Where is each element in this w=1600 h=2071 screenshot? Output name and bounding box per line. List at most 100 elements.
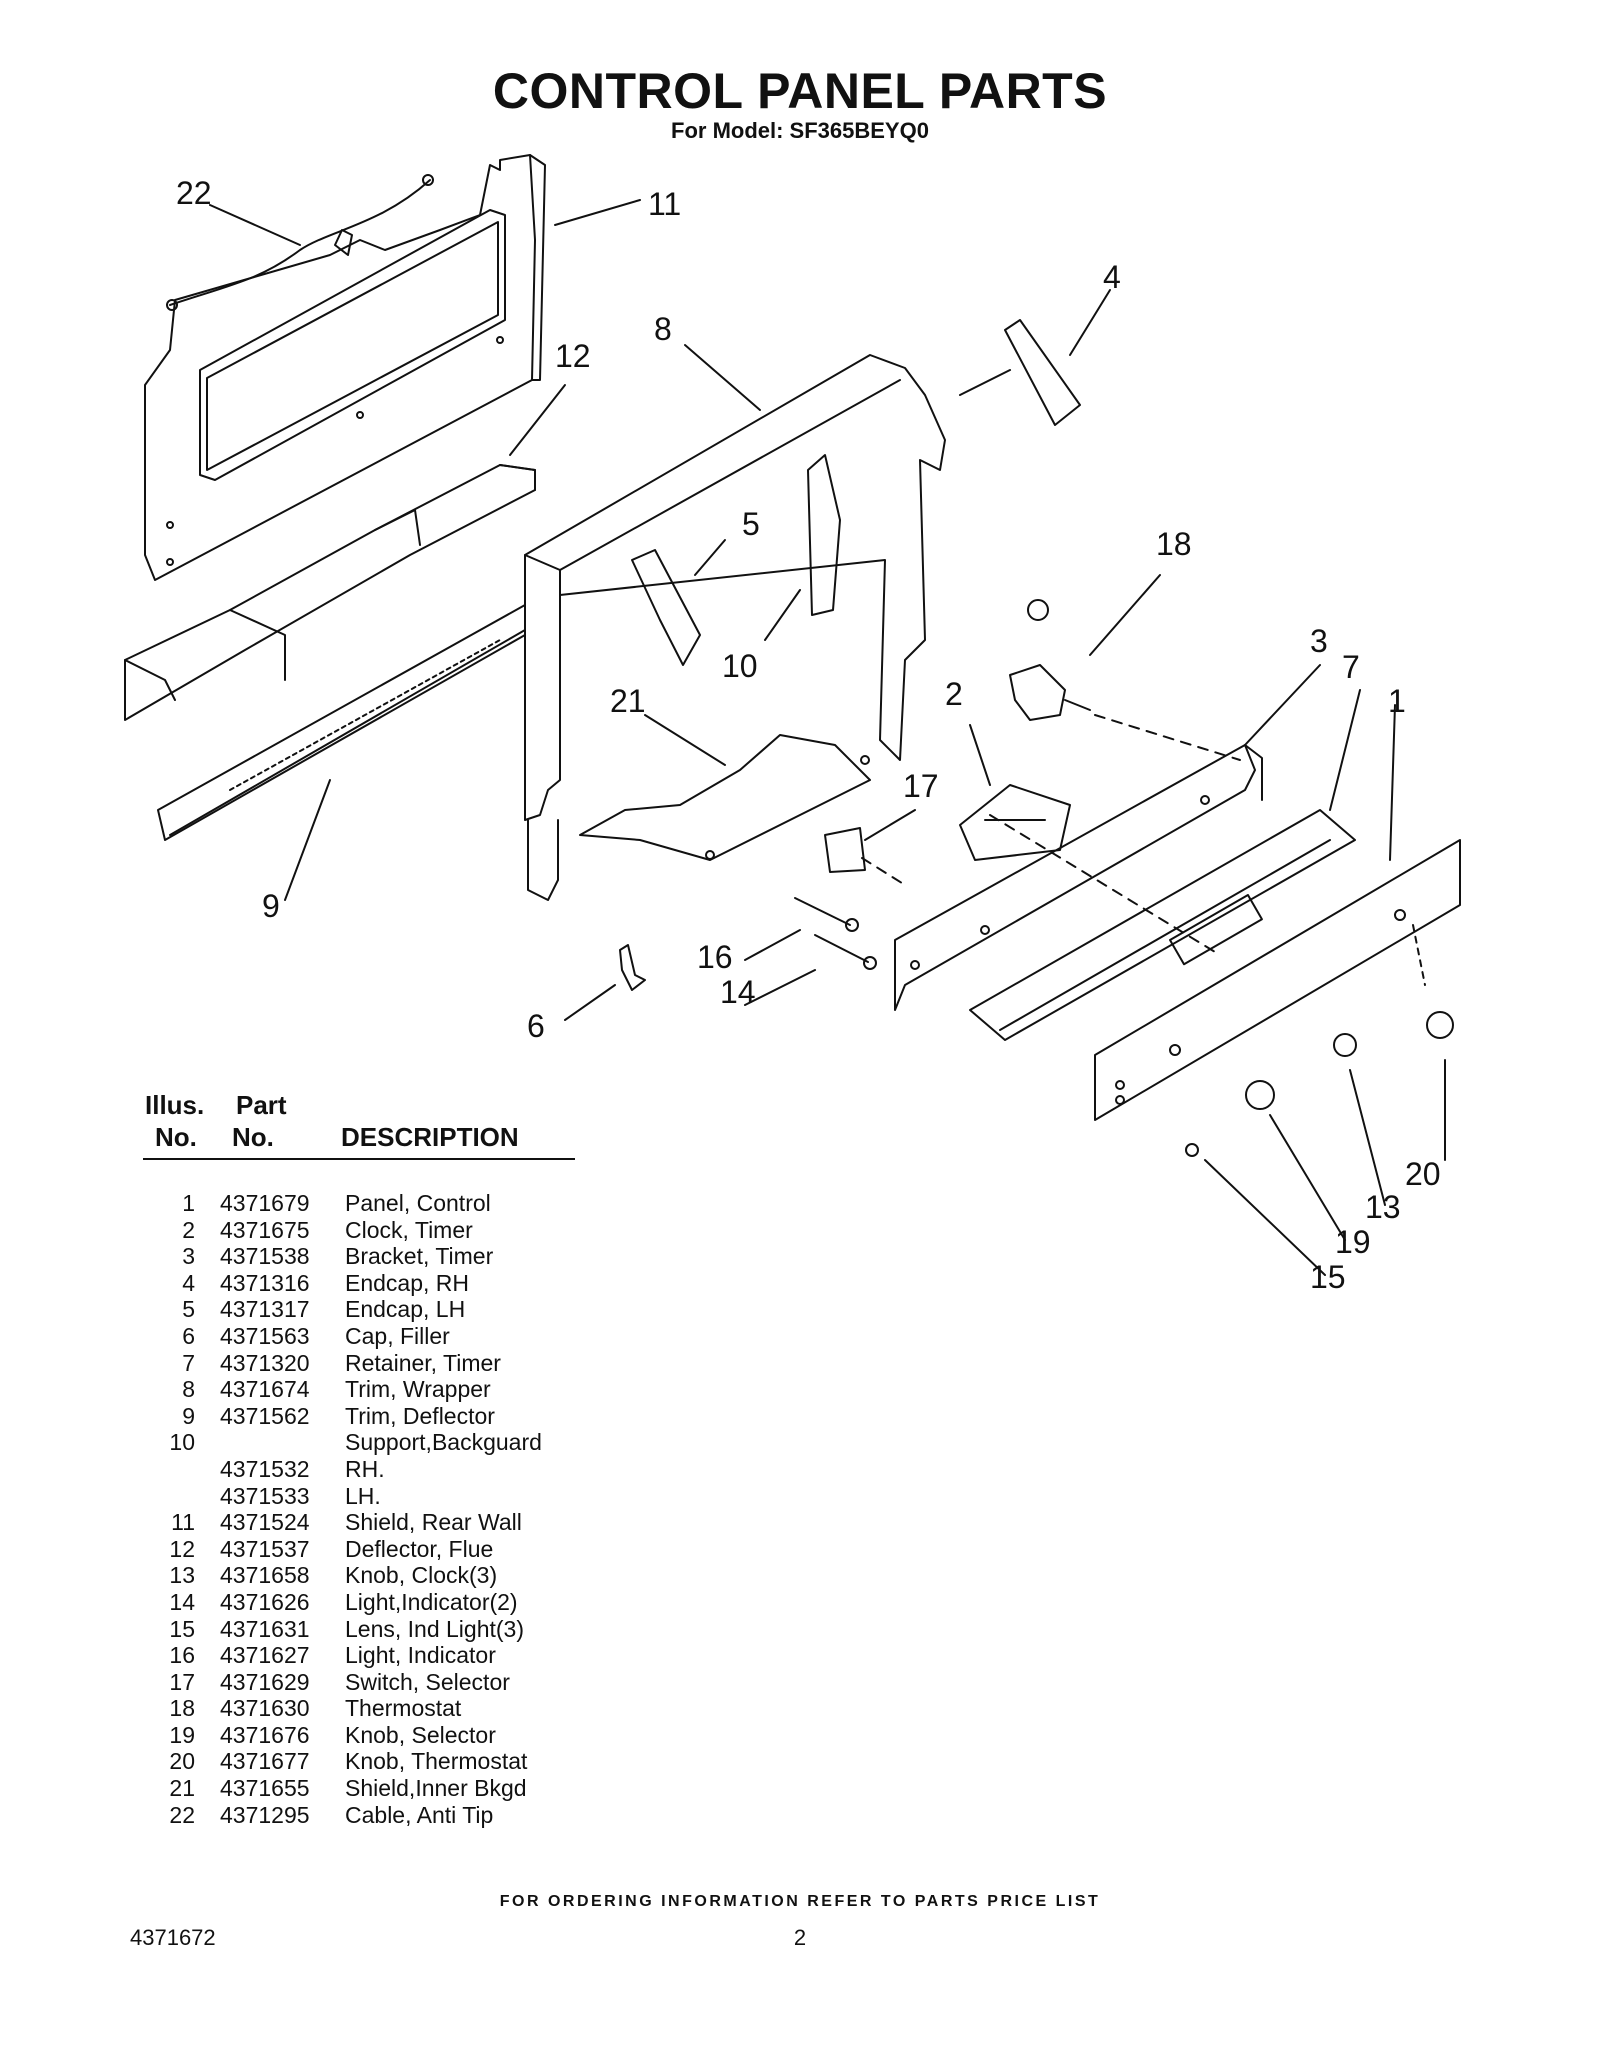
header-illus-line1: Illus. bbox=[145, 1090, 205, 1120]
part-cable-anti-tip bbox=[166, 174, 434, 311]
illus-no: 8 bbox=[182, 1376, 195, 1403]
part-no: 4371316 bbox=[220, 1269, 310, 1296]
description: RH. bbox=[345, 1455, 385, 1482]
illus-no: 4 bbox=[182, 1269, 195, 1296]
part-no: 4371676 bbox=[220, 1721, 310, 1748]
part-no: 4371631 bbox=[220, 1615, 310, 1642]
callout-4: 4 bbox=[1103, 259, 1121, 295]
illus-no: 3 bbox=[182, 1243, 195, 1270]
callout-1: 1 bbox=[1388, 683, 1406, 719]
callout-21: 21 bbox=[610, 683, 646, 719]
part-no: 4371317 bbox=[220, 1296, 310, 1323]
part-support-backguard bbox=[807, 454, 841, 616]
description: Panel, Control bbox=[345, 1190, 491, 1216]
description: Knob, Selector bbox=[345, 1721, 496, 1748]
illus-no: 10 bbox=[169, 1429, 195, 1456]
description: Lens, Ind Light(3) bbox=[345, 1615, 525, 1642]
part-no: 4371524 bbox=[220, 1509, 310, 1536]
part-no: 4371679 bbox=[220, 1190, 310, 1216]
part-no: 4371533 bbox=[220, 1482, 310, 1509]
illus-no: 9 bbox=[182, 1402, 195, 1429]
part-no: 4371655 bbox=[220, 1775, 310, 1802]
part-retainer-timer bbox=[969, 809, 1356, 1041]
part-deflector-flue bbox=[124, 464, 536, 721]
part-no: 4371295 bbox=[220, 1801, 310, 1828]
description: Trim, Deflector bbox=[345, 1402, 495, 1429]
description: Cap, Filler bbox=[345, 1322, 450, 1349]
description: Shield, Rear Wall bbox=[345, 1509, 522, 1536]
part-no: 4371320 bbox=[220, 1349, 310, 1376]
callout-13: 13 bbox=[1365, 1189, 1401, 1225]
description: Knob, Clock(3) bbox=[345, 1562, 498, 1589]
callout-14: 14 bbox=[720, 974, 756, 1010]
model-subtitle: For Model: SF365BEYQ0 bbox=[671, 118, 929, 143]
part-no: 4371562 bbox=[220, 1402, 310, 1429]
part-endcap-rh bbox=[959, 319, 1081, 426]
header-illus-line2: No. bbox=[155, 1122, 197, 1152]
callout-18: 18 bbox=[1156, 526, 1192, 562]
part-no: 4371674 bbox=[220, 1376, 310, 1403]
part-no: 4371658 bbox=[220, 1562, 310, 1589]
part-no: 4371629 bbox=[220, 1668, 310, 1695]
illus-no: 17 bbox=[169, 1668, 195, 1695]
illus-no: 6 bbox=[182, 1322, 195, 1349]
description: Light, Indicator bbox=[345, 1642, 496, 1669]
part-clock-timer bbox=[959, 784, 1071, 861]
illus-no: 18 bbox=[169, 1695, 195, 1722]
description: Retainer, Timer bbox=[345, 1349, 501, 1376]
part-trim-deflector bbox=[157, 604, 526, 841]
description: LH. bbox=[345, 1482, 381, 1509]
illus-no: 20 bbox=[169, 1748, 195, 1775]
part-no: 4371675 bbox=[220, 1216, 310, 1243]
description: Cable, Anti Tip bbox=[345, 1801, 494, 1828]
callout-7: 7 bbox=[1342, 649, 1360, 685]
description: Deflector, Flue bbox=[345, 1535, 494, 1562]
callout-12: 12 bbox=[555, 338, 591, 374]
part-no: 4371677 bbox=[220, 1748, 310, 1775]
callout-20: 20 bbox=[1405, 1156, 1441, 1192]
part-shield-inner bbox=[579, 734, 871, 861]
header-rule bbox=[143, 1158, 575, 1160]
illus-no: 7 bbox=[182, 1349, 195, 1376]
callout-6: 6 bbox=[527, 1008, 545, 1044]
part-no: 4371627 bbox=[220, 1642, 310, 1669]
callout-11: 11 bbox=[648, 186, 681, 222]
callout-3: 3 bbox=[1310, 623, 1328, 659]
callout-5: 5 bbox=[742, 506, 760, 542]
illus-no: 1 bbox=[182, 1190, 195, 1216]
illus-no: 5 bbox=[182, 1296, 195, 1323]
callout-2: 2 bbox=[945, 676, 963, 712]
description: Endcap, LH bbox=[345, 1296, 466, 1323]
description: Trim, Wrapper bbox=[345, 1376, 491, 1403]
part-panel-control bbox=[1094, 839, 1461, 1121]
part-no: 4371630 bbox=[220, 1695, 310, 1722]
part-indicator-lights bbox=[794, 897, 877, 970]
assembly-dashed-lines bbox=[861, 714, 1241, 956]
ordering-note: FOR ORDERING INFORMATION REFER TO PARTS … bbox=[499, 1893, 1101, 1910]
illus-no: 11 bbox=[171, 1509, 195, 1536]
illus-no: 12 bbox=[169, 1535, 195, 1562]
callout-9: 9 bbox=[262, 888, 280, 924]
description: Switch, Selector bbox=[345, 1668, 510, 1695]
part-shield-rear-wall bbox=[144, 154, 546, 581]
callout-19: 19 bbox=[1335, 1224, 1371, 1260]
description: Thermostat bbox=[345, 1695, 462, 1722]
part-no: 4371626 bbox=[220, 1588, 310, 1615]
illus-no: 22 bbox=[169, 1801, 195, 1828]
leader-lines bbox=[209, 199, 1446, 1276]
page-title: CONTROL PANEL PARTS bbox=[492, 63, 1108, 119]
part-thermostat bbox=[1009, 599, 1091, 721]
callout-16: 16 bbox=[697, 939, 733, 975]
header-part-line2: No. bbox=[232, 1122, 274, 1152]
callout-10: 10 bbox=[722, 648, 758, 684]
page-number: 2 bbox=[793, 1925, 807, 1950]
description: Endcap, RH bbox=[345, 1269, 470, 1296]
header-description: DESCRIPTION bbox=[341, 1122, 519, 1152]
part-bracket-timer bbox=[894, 744, 1263, 1011]
illus-no: 21 bbox=[169, 1775, 195, 1802]
part-no: 4371538 bbox=[220, 1243, 310, 1270]
illus-no: 16 bbox=[169, 1642, 195, 1669]
part-cap-filler bbox=[619, 944, 646, 991]
part-no: 4371537 bbox=[220, 1535, 310, 1562]
part-knobs bbox=[1185, 1011, 1454, 1157]
